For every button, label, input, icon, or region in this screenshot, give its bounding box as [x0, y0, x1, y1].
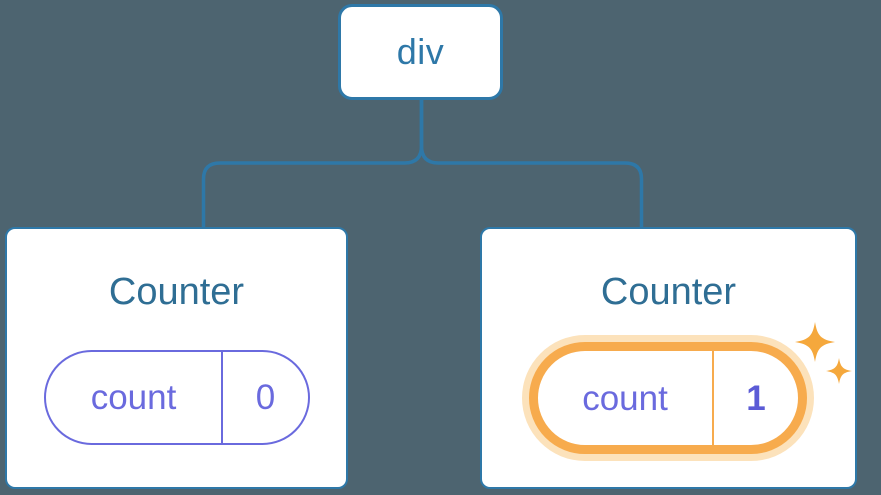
component-title: Counter	[108, 271, 245, 313]
state-value: 1	[746, 378, 766, 418]
counter-card-right: Counter count 1	[480, 227, 857, 489]
tree-connector	[201, 100, 644, 228]
state-pill-highlighted: count 1	[529, 342, 807, 454]
sparkle-icon	[795, 322, 852, 384]
counter-card-left: Counter count 0	[5, 227, 348, 489]
component-title: Counter	[600, 271, 737, 313]
sparkle-small	[826, 358, 852, 384]
root-node-div: div	[338, 4, 503, 100]
state-key: count	[46, 352, 223, 443]
state-value: 0	[255, 378, 276, 417]
root-node-label: div	[396, 31, 445, 72]
connector-branch-left	[201, 100, 424, 228]
state-key: count	[538, 351, 714, 445]
connector-branch-right	[419, 100, 644, 228]
sparkle-large	[795, 322, 835, 362]
state-pill: count 0	[44, 350, 310, 445]
